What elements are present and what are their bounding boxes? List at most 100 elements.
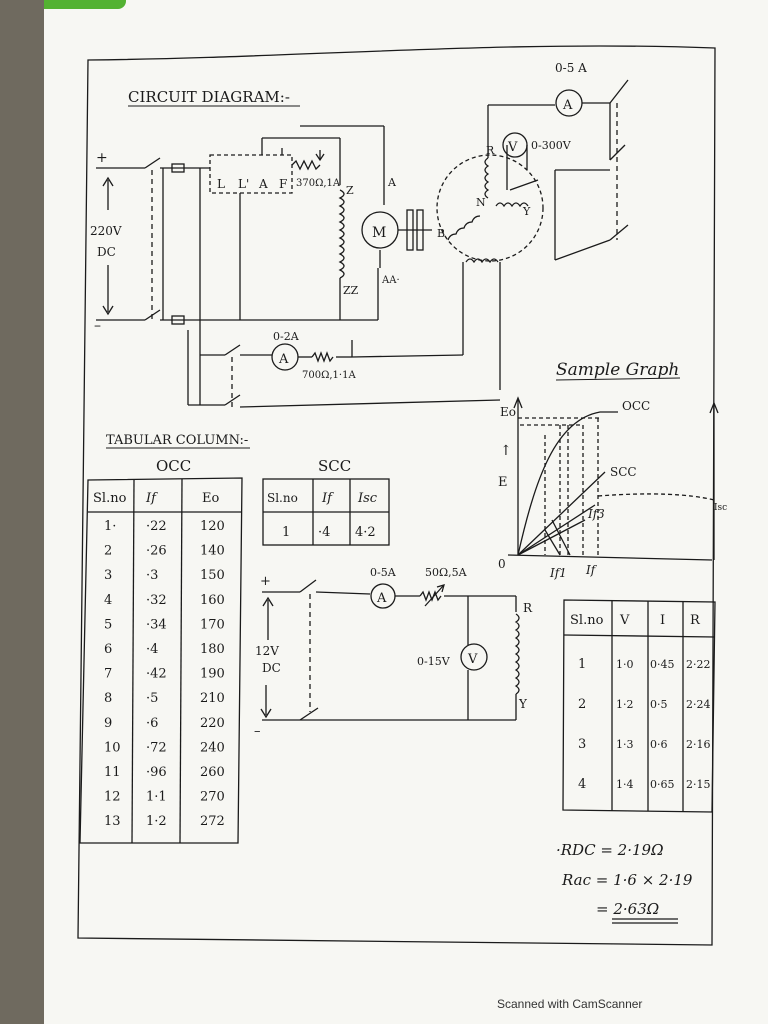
field-rheostat-label: 370Ω,1A [296,178,341,189]
resistance-cell: 3 [578,737,586,752]
graph-if1: If1 [549,566,567,580]
starter-A: A [258,177,268,191]
occ-cell: ·32 [146,593,167,608]
scc-table: Sl.no If Isc 1 ·4 4·2 [262,478,390,546]
occ-cell: 4 [104,593,112,608]
occ-cell: ·4 [146,642,158,657]
graph-title: Sample Graph [556,360,679,380]
calculations: ·RDC = 2·19Ω Rac = 1·6 × 2·19 = 2·63Ω [556,841,693,924]
occ-cell: 272 [200,814,225,829]
occ-cell: 260 [200,765,225,780]
res-terminal-Y: Y [518,697,528,711]
occ-header-eo: Eo [202,491,219,506]
occ-cell: 1· [104,519,116,534]
circuit-title: CIRCUIT DIAGRAM:- [128,88,290,106]
resistance-cell: 1·2 [616,698,634,711]
graph-isc: Isc [714,503,727,513]
scc-cell-isc: 4·2 [355,525,376,540]
motor-symbol: M [372,225,386,241]
res-rheostat: 50Ω,5A [425,566,468,579]
resistance-cell: 4 [578,777,586,792]
scc-header-slno: Sl.no [267,491,298,505]
graph-origin: 0 [498,557,506,571]
rac-line: Rac = 1·6 × 2·19 [561,871,693,889]
graph-eo-label: Eo [500,405,516,419]
resistance-circuit: + – 12V DC A 0-5A 50Ω,5A R Y V 0-15V [254,566,533,739]
resistance-cell: 2·15 [686,778,711,791]
scc-cell-if: ·4 [318,525,330,540]
resistance-cell: 0·45 [650,658,675,671]
armature-AA: AA· [381,275,400,286]
resistance-cell: 2·16 [686,738,711,751]
res-supply-type: DC [262,661,281,675]
page-border [77,45,716,946]
res-header-v: V [619,613,630,628]
green-tape [44,0,126,9]
supply-minus: – [94,318,101,334]
field-ZZ: ZZ [343,284,359,297]
res-terminal-R: R [523,601,533,615]
occ-header-if: If [145,491,158,506]
ammeter-top-range: 0-5 A [555,61,587,75]
occ-cell: 6 [104,642,112,657]
occ-cell: 120 [200,519,225,534]
supply-plus: + [96,150,108,166]
graph-arrow: ↑ [500,443,512,459]
occ-cell: 7 [104,667,112,682]
starter-L: L [217,177,225,191]
occ-cell: 3 [104,568,112,583]
occ-cell: 160 [200,593,225,608]
scanner-watermark: Scanned with CamScanner [497,997,643,1011]
occ-header-slno: Sl.no [93,491,127,506]
starter-F: F [279,177,287,191]
occ-cell: ·96 [146,765,167,780]
occ-cell: 11 [104,765,121,780]
field-Z: Z [346,184,354,197]
occ-cell: ·6 [146,716,158,731]
scc-caption: SCC [318,457,351,475]
occ-cell: 180 [200,642,225,657]
occ-cell: 190 [200,667,225,682]
occ-cell: 1·1 [146,790,167,805]
circuit-diagram: CIRCUIT DIAGRAM:- + – 220V DC L L' A F [90,61,629,410]
resistance-cell: 0·6 [650,738,668,751]
res-ammeter-range: 0-5A [370,566,397,579]
occ-cell: 140 [200,544,225,559]
resistance-cell: 1 [578,657,586,672]
resistance-cell: 0·5 [650,698,668,711]
field-rheostat-2: 700Ω,1·1A [302,370,356,381]
occ-cell: ·42 [146,667,167,682]
resistance-cell: 2 [578,697,586,712]
occ-cell: 9 [104,716,112,731]
phase-N: N [476,196,486,209]
occ-cell: ·5 [146,691,158,706]
res-supply-voltage: 12V [255,644,279,658]
scc-cell-slno: 1 [282,525,290,540]
coupling-B: B [437,227,445,240]
rac-result: = 2·63Ω [596,900,659,918]
resistance-cell: 0·65 [650,778,675,791]
res-header-i: I [660,613,665,628]
voltmeter-top-symbol: V [507,140,518,155]
res-voltmeter-range: 0-15V [417,655,451,668]
graph-if3: If3 [587,507,605,521]
res-ammeter-symbol: A [376,591,387,606]
resistance-cell: 1·3 [616,738,634,751]
supply-type: DC [97,245,116,259]
phase-Y: Y [522,205,531,218]
occ-cell: ·34 [146,617,167,632]
occ-cell: ·72 [146,740,167,755]
tabular-title: TABULAR COLUMN:- [106,433,248,448]
occ-cell: 240 [200,740,225,755]
occ-cell: 12 [104,790,121,805]
occ-cell: 8 [104,691,112,706]
voltmeter-top-range: 0-300V [531,139,572,152]
resistance-cell: 2·22 [686,658,711,671]
scc-header-isc: Isc [357,491,378,506]
res-header-r: R [690,613,701,628]
sample-graph: Sample Graph 0 Eo ↑ E OCC SCC Isc If3 I [498,360,727,580]
occ-cell: 220 [200,716,225,731]
